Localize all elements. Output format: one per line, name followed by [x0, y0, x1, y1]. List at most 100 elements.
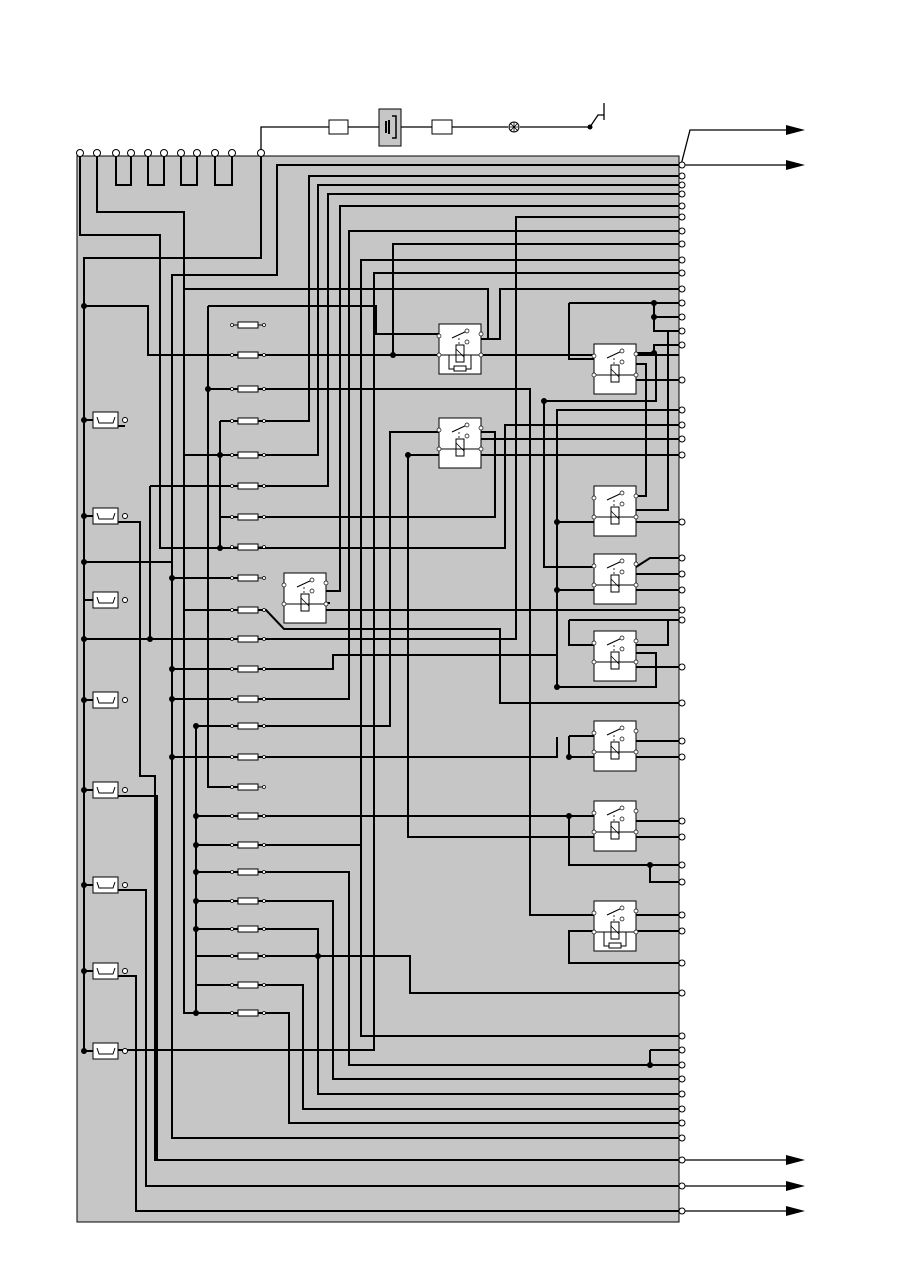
- relay-pin: [633, 908, 639, 914]
- wire: [79, 153, 238, 549]
- relay-coil-mark: [610, 578, 620, 588]
- terminal-icon: [678, 327, 686, 335]
- terminal-icon: [678, 161, 686, 169]
- terminal-icon: [678, 285, 686, 293]
- relay-pin: [619, 725, 625, 731]
- relay-pin: [591, 810, 597, 816]
- terminal-icon: [678, 376, 686, 384]
- relay-pin: [464, 433, 470, 439]
- wire: [115, 153, 132, 186]
- wire: [260, 126, 329, 153]
- wires: [79, 103, 790, 1212]
- wire: [96, 153, 238, 456]
- terminal-icon: [678, 817, 686, 825]
- relay-coil-mark: [610, 655, 620, 665]
- wire: [258, 984, 679, 1110]
- fuse-contact: [262, 899, 266, 903]
- wire: [180, 153, 198, 186]
- wire: [258, 737, 558, 758]
- wire: [556, 652, 657, 688]
- output-arrow-icon: [786, 1155, 805, 1165]
- junction-dot: [193, 1010, 199, 1016]
- connector-slot: [96, 1047, 116, 1055]
- terminal-icon: [678, 451, 686, 459]
- fuse-contact: [230, 419, 234, 423]
- fuse-contact: [230, 545, 234, 549]
- junction-dot: [315, 953, 321, 959]
- junction-dot: [81, 787, 87, 793]
- relay-pin: [633, 372, 639, 378]
- relay-coil-mark: [455, 442, 465, 452]
- relay-pin: [633, 929, 639, 935]
- fuse-icon: [237, 952, 259, 960]
- terminal-icon: [122, 1048, 128, 1054]
- terminal-icon: [678, 1032, 686, 1040]
- fuse-contact: [262, 814, 266, 818]
- relay-pin: [633, 582, 639, 588]
- relay-pin: [591, 372, 597, 378]
- wire: [680, 129, 790, 166]
- junction-dot: [81, 697, 87, 703]
- junction-dot: [651, 314, 657, 320]
- terminal-icon: [678, 421, 686, 429]
- wire: [84, 561, 173, 578]
- relay-pin: [619, 736, 625, 742]
- relay-pin: [323, 580, 329, 586]
- wire: [258, 175, 679, 422]
- terminal-icon: [678, 699, 686, 707]
- wire: [214, 153, 233, 186]
- junction-dot: [169, 754, 175, 760]
- fuse-contact: [230, 785, 234, 789]
- relay-pin: [633, 514, 639, 520]
- relay-pin: [464, 422, 470, 428]
- fuse-contact: [262, 353, 266, 357]
- terminal-icon: [678, 753, 686, 761]
- terminal-icon: [678, 1105, 686, 1113]
- terminal-icon: [678, 1090, 686, 1098]
- connector-slot: [96, 696, 116, 704]
- fuse-icon: [237, 606, 259, 614]
- terminal-icon: [122, 513, 128, 519]
- terminal-icon: [93, 149, 101, 157]
- relay-pin: [619, 905, 625, 911]
- relay-pin: [633, 561, 639, 567]
- wire: [258, 431, 496, 518]
- relay-pin: [323, 601, 329, 607]
- wire: [544, 353, 657, 402]
- terminal-icon: [678, 606, 686, 614]
- relay-switch-contact: [451, 424, 468, 433]
- terminal-icon: [112, 149, 120, 157]
- terminal-icon: [122, 968, 128, 974]
- fuse-contact: [262, 387, 266, 391]
- terminal-icon: [678, 406, 686, 414]
- fuse-contact: [262, 1011, 266, 1015]
- wire: [258, 955, 679, 994]
- terminal-icon: [76, 149, 84, 157]
- junction-dot: [81, 559, 87, 565]
- relay-switch-contact: [606, 907, 623, 916]
- junction-dot: [205, 386, 211, 392]
- relay-pin: [619, 916, 625, 922]
- fuse-contact: [262, 870, 266, 874]
- junction-dot: [81, 303, 87, 309]
- terminal-icon: [678, 911, 686, 919]
- relay-pin: [591, 353, 597, 359]
- wire: [636, 331, 669, 511]
- wire: [360, 259, 679, 1037]
- relay-pin: [478, 446, 484, 452]
- relay-switch-contact: [296, 579, 313, 588]
- connector-slot: [96, 596, 116, 604]
- junction-dot: [651, 300, 657, 306]
- fuse-icon: [237, 635, 259, 643]
- fuse-contact: [230, 576, 234, 580]
- fuse-icon: [237, 513, 259, 521]
- relay-pin: [633, 493, 639, 499]
- terminal-icon: [678, 927, 686, 935]
- relay-coil-mark: [300, 597, 310, 607]
- relay-pin: [309, 577, 315, 583]
- junction-dot: [587, 124, 593, 130]
- fuse-icon: [237, 981, 259, 989]
- junction-dot: [541, 398, 547, 404]
- fuse-icon: [237, 543, 259, 551]
- fuse-contact: [262, 515, 266, 519]
